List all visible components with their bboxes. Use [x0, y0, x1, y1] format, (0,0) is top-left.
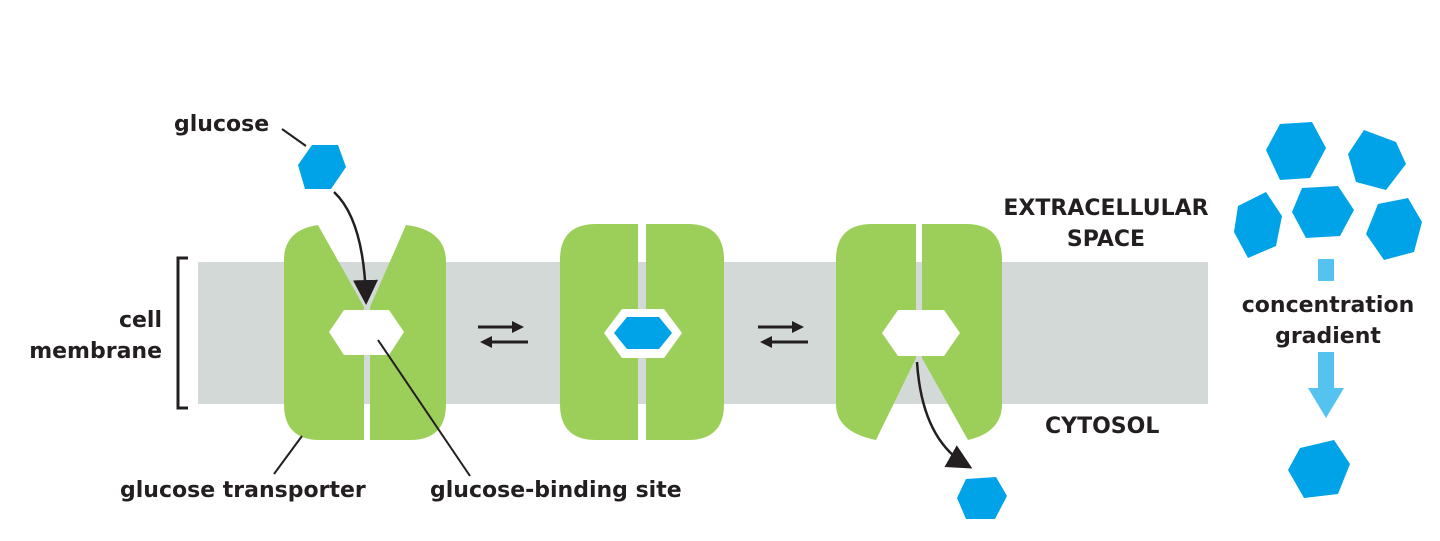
glucose-label: glucose [174, 112, 270, 137]
glucose-icon [1366, 198, 1422, 260]
low-glucose-icon [1288, 440, 1350, 498]
concentration-gradient-label: concentration gradient [1230, 290, 1426, 352]
glucose-icon [1292, 186, 1354, 238]
cell-membrane-label-line2: membrane [29, 339, 162, 364]
glucose-cytosol-icon [957, 477, 1007, 519]
glucose-icon [1234, 192, 1282, 258]
glucose-binding-site-label: glucose-binding site [430, 478, 682, 503]
transporter-left-half [284, 225, 364, 440]
extracellular-label-line1: EXTRACELLULAR [1003, 196, 1209, 221]
glucose-transporter-label: glucose transporter [120, 478, 366, 503]
transporter-label-leader [273, 435, 303, 475]
transporter-left-half [836, 224, 916, 440]
glucose-icon [1266, 122, 1326, 180]
transporter-left-half [560, 224, 638, 440]
extracellular-label-line2: SPACE [1066, 227, 1146, 252]
equilibrium-arrows-1 [478, 321, 528, 348]
glucose-icon [1348, 130, 1406, 190]
membrane-bracket [176, 256, 188, 410]
equilibrium-arrows-2 [758, 321, 808, 348]
gradient-label-line1: concentration [1241, 293, 1415, 318]
transporter-outward-open [284, 225, 446, 440]
cytosol-label: CYTOSOL [1045, 414, 1160, 439]
transporter-occluded [560, 224, 724, 440]
cell-membrane-label-line1: cell [118, 308, 162, 333]
gradient-label-line2: gradient [1275, 324, 1381, 349]
glucose-label-leader [281, 128, 307, 147]
glucose-binding-site-pocket [882, 310, 960, 356]
glucose-entry-arrow [333, 191, 378, 305]
glucose-binding-site-pocket [329, 310, 404, 355]
transporter-right-half [922, 224, 1002, 440]
binding-site-label-leader [377, 339, 471, 477]
glucose-exit-arrow [915, 361, 973, 469]
high-glucose-cluster [1234, 122, 1422, 260]
gradient-arrow [1308, 259, 1344, 418]
transporter-right-half [646, 224, 724, 440]
cell-membrane-label: cell membrane [12, 305, 162, 367]
bound-glucose-icon [614, 317, 672, 349]
glucose-outside-icon [298, 145, 346, 189]
transporter-right-half [370, 225, 446, 440]
extracellular-space-label: EXTRACELLULAR SPACE [988, 193, 1224, 255]
transporter-inward-open [836, 224, 1002, 440]
